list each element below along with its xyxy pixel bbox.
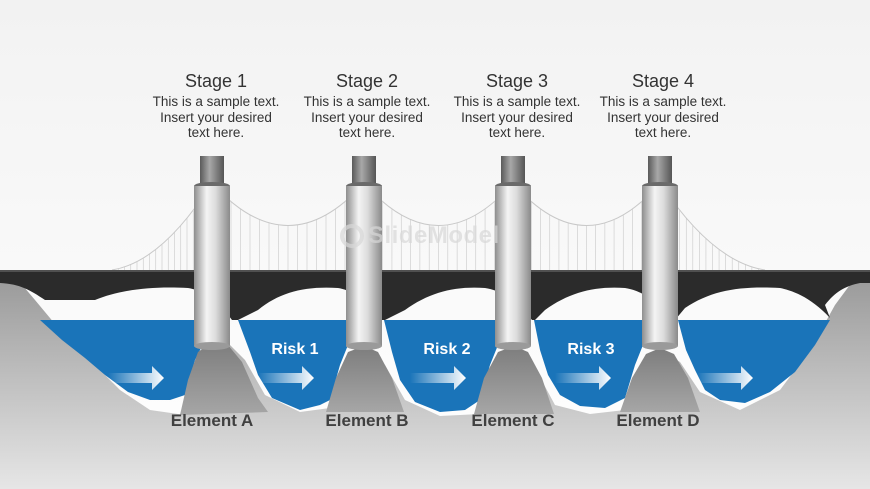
rock <box>620 348 700 412</box>
rock <box>474 346 554 414</box>
ground <box>0 278 870 489</box>
flow-arrows <box>108 366 753 390</box>
element-a-label: Element A <box>170 411 254 430</box>
stage-title: Stage 4 <box>631 71 695 91</box>
stage-title: Stage 2 <box>335 71 399 91</box>
flow-arrow-icon <box>258 366 314 390</box>
river <box>40 320 212 400</box>
river <box>534 320 652 408</box>
element-c-label: Element C <box>471 411 555 430</box>
risk-1-label: Risk 1 <box>271 341 319 358</box>
flow-arrow-icon <box>555 366 611 390</box>
pillar <box>194 156 230 350</box>
watermark-text: SlideModel <box>368 222 500 249</box>
cable <box>211 182 365 226</box>
bridge-pillars <box>194 156 678 350</box>
stage-title: Stage 1 <box>184 71 248 91</box>
pillar <box>495 156 531 350</box>
stage-description: This is a sample text. Insert your desir… <box>453 94 581 140</box>
flow-arrow-icon <box>410 366 466 390</box>
pillar <box>346 156 382 350</box>
element-b-label: Element B <box>325 411 409 430</box>
stage-2: Stage 2 This is a sample text. Insert yo… <box>292 70 442 141</box>
cable <box>363 182 514 226</box>
watermark: SlideModel <box>340 222 500 250</box>
risk-2-label: Risk 2 <box>423 341 471 358</box>
stage-description: This is a sample text. Insert your desir… <box>303 94 431 140</box>
stage-description: This is a sample text. Insert your desir… <box>599 94 727 140</box>
stage-1: Stage 1 This is a sample text. Insert yo… <box>141 70 291 141</box>
river <box>384 320 508 412</box>
stage-4: Stage 4 This is a sample text. Insert yo… <box>588 70 738 141</box>
rock <box>180 342 268 415</box>
deck-highlight <box>0 270 870 272</box>
element-d-label: Element D <box>616 411 700 430</box>
river <box>238 320 358 410</box>
rock <box>326 346 404 412</box>
risk-3-label: Risk 3 <box>567 341 615 358</box>
stage-title: Stage 3 <box>485 71 549 91</box>
flow-arrow-icon <box>697 366 753 390</box>
watermark-logo-icon <box>340 224 364 248</box>
stage-description: This is a sample text. Insert your desir… <box>152 94 280 140</box>
pillar <box>642 156 678 350</box>
stage-3: Stage 3 This is a sample text. Insert yo… <box>442 70 592 141</box>
flow-arrow-icon <box>108 366 164 390</box>
